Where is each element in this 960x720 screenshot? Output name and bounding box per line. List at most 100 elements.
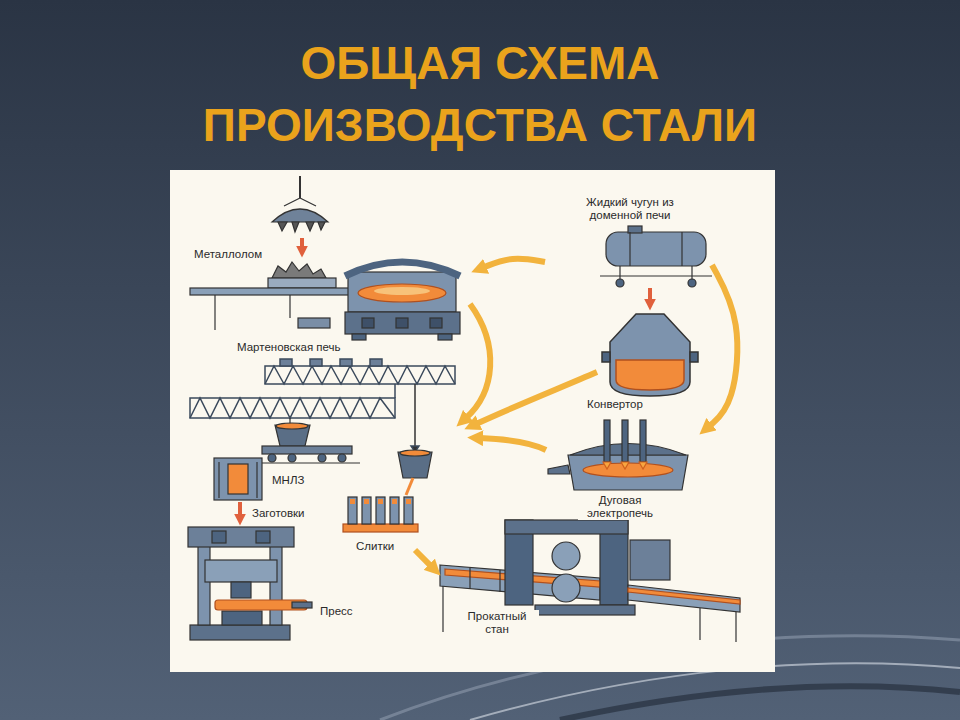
- rolling-mill: [630, 540, 670, 580]
- arc-furnace: [603, 462, 647, 469]
- arc-furnace: [548, 465, 570, 474]
- edge-label: Заготовки: [250, 507, 307, 520]
- flow-arrow: [466, 304, 490, 418]
- open-hearth-furnace: [345, 262, 460, 276]
- open-hearth-furnace: [345, 262, 460, 340]
- hot-metal-car: [688, 279, 696, 287]
- ladle-car: [318, 454, 326, 462]
- flow-arrow: [415, 550, 432, 567]
- open-hearth-furnace: [430, 318, 442, 328]
- rolling-mill: [699, 608, 700, 640]
- forging-press: [212, 531, 226, 543]
- equipment-label: Прокатный стан: [455, 610, 539, 636]
- ingot-molds: [364, 499, 369, 504]
- forging-press: [231, 582, 251, 598]
- hot-metal-car: [606, 232, 706, 266]
- scrap-charger: [190, 288, 350, 295]
- scrap-charger: [272, 262, 326, 278]
- rolling-mill: [442, 586, 443, 632]
- forging-press: [222, 611, 262, 625]
- scrap-charger: [214, 295, 215, 330]
- hot-metal-car: [691, 266, 692, 280]
- open-hearth-furnace: [348, 272, 456, 312]
- hot-metal-car: [619, 266, 620, 280]
- flow-arrow: [480, 438, 546, 450]
- converter: [610, 314, 690, 396]
- rolling-mill: [552, 574, 580, 602]
- forging-press: [188, 527, 294, 547]
- rolling-mill: [535, 605, 635, 615]
- swoosh: [560, 686, 960, 720]
- scrap-charger: [190, 262, 350, 330]
- ingot-molds: [348, 497, 357, 524]
- open-hearth-furnace: [438, 334, 452, 340]
- magnet-crane: [278, 222, 325, 232]
- converter: [602, 352, 610, 362]
- forging-press: [190, 625, 290, 640]
- overhead-crane: [370, 359, 382, 366]
- overhead-crane: [340, 359, 352, 366]
- caster: [214, 458, 262, 500]
- scrap-charger: [268, 278, 336, 288]
- open-hearth-furnace: [396, 318, 408, 328]
- equipment-label: Слитки: [354, 540, 396, 553]
- arc-furnace: [622, 420, 628, 462]
- rolling-mill: [628, 588, 740, 604]
- equipment-node: Прокатный стан: [440, 518, 745, 648]
- equipment-label: Дуговая электропечь: [578, 494, 662, 520]
- arc-furnace: [583, 463, 673, 477]
- arc-furnace: [604, 420, 610, 462]
- equipment-label: Жидкий чугун из доменной печи: [563, 196, 697, 222]
- flow-arrow: [483, 259, 545, 268]
- flow-arrow: [648, 288, 652, 301]
- flow-arrow: [709, 265, 737, 426]
- scrap-charger: [289, 295, 290, 318]
- overhead-crane: [265, 366, 455, 384]
- ingot-molds: [390, 497, 399, 524]
- open-hearth-furnace: [345, 312, 460, 334]
- casting-ladle: [400, 450, 430, 456]
- overhead-crane: [265, 366, 455, 384]
- overhead-crane: [414, 384, 416, 446]
- open-hearth-furnace: [374, 287, 430, 295]
- rolling-mill: [735, 612, 736, 642]
- ingot-molds: [350, 499, 355, 504]
- equipment-node: Дуговая электропечь: [555, 418, 700, 528]
- ladle-car: [276, 423, 308, 429]
- magnet-crane: [300, 238, 304, 248]
- hot-metal-car: [628, 226, 642, 233]
- ingot-molds: [392, 499, 397, 504]
- magnet-crane: [299, 176, 301, 198]
- equipment-label: Конвертор: [585, 398, 645, 411]
- equipment-node: Пресс: [185, 525, 360, 642]
- flow-arrow: [238, 502, 242, 516]
- equipment-node: Мартеновская печь: [230, 252, 472, 358]
- caster: [214, 458, 262, 500]
- overhead-crane: [280, 359, 292, 366]
- equipment-node: Конвертор: [580, 310, 700, 413]
- ingot-molds: [378, 499, 383, 504]
- converter: [690, 352, 698, 362]
- converter: [616, 360, 684, 390]
- rolling-mill: [552, 542, 580, 570]
- caster: [256, 462, 257, 498]
- equipment-label: Металлолом: [192, 248, 264, 261]
- equipment-label: Пресс: [318, 605, 355, 618]
- converter: [602, 314, 698, 396]
- forging-press: [256, 531, 270, 543]
- arc-furnace: [640, 420, 646, 462]
- slide-title: ОБЩАЯ СХЕМА ПРОИЗВОДСТВА СТАЛИ: [120, 32, 840, 156]
- open-hearth-furnace: [352, 334, 366, 340]
- ladle-car: [262, 446, 352, 454]
- ingot-molds: [343, 524, 418, 532]
- hot-metal-car: [629, 232, 630, 266]
- hot-metal-car: [616, 279, 624, 287]
- caster: [228, 464, 248, 494]
- rolling-mill: [505, 520, 628, 534]
- scrap-charger: [298, 318, 330, 328]
- casting-ladle: [406, 478, 413, 495]
- forging-press: [292, 602, 312, 608]
- ingot-molds: [406, 499, 411, 504]
- casting-ladle: [398, 450, 432, 495]
- ingot-molds: [362, 497, 371, 524]
